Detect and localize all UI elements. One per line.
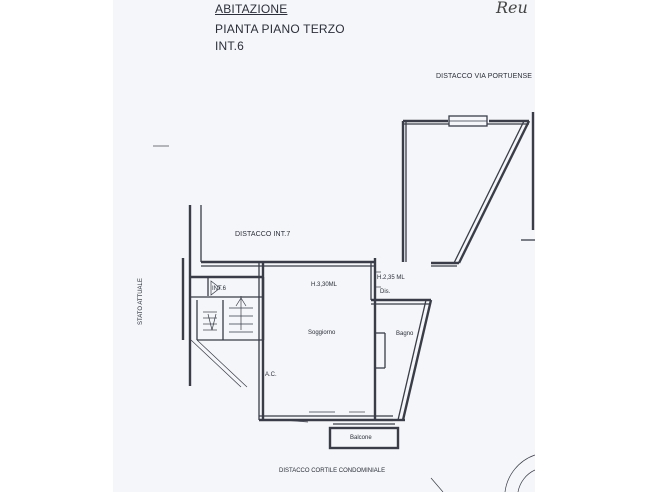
ac-label: A.C. [265, 372, 277, 378]
height-service-label: H.2,35 ML [377, 275, 405, 281]
distacco-via-label: DISTACCO VIA PORTUENSE [436, 73, 533, 80]
adjacent-building [521, 112, 535, 241]
stamp-arc-inner [517, 469, 535, 492]
neighbour-walls [181, 205, 375, 340]
dis-label: Dis. [380, 289, 391, 295]
background-margin [535, 0, 648, 492]
int6-stair-label: INT.6 [212, 286, 227, 292]
balcone-label: Balcone [350, 435, 372, 441]
apartment-walls [258, 258, 433, 423]
unit-label: INT.6 [215, 39, 245, 53]
bagno-label: Bagno [396, 331, 414, 337]
stair-block [188, 275, 265, 388]
upper-room-walls [401, 115, 531, 267]
soggiorno-label: Soggiorno [308, 330, 336, 336]
document-heading: ABITAZIONE [215, 2, 288, 16]
floor-plan-drawing [153, 112, 535, 492]
stato-attuale-label: STATO ATTUALE [138, 278, 144, 325]
stray-mark-bottom [430, 477, 444, 492]
document-subtitle: PIANTA PIANO TERZO [215, 22, 345, 36]
height-main-label: H.3,30ML [311, 282, 338, 288]
stamp-arc [504, 454, 535, 492]
distacco-int7-label: DISTACCO INT.7 [235, 231, 291, 238]
balcone-outline [328, 426, 400, 450]
direction-triangle [210, 280, 221, 296]
distacco-cortile-label: DISTACCO CORTILE CONDOMINIALE [279, 468, 386, 474]
floor-plan-document: ABITAZIONE PIANTA PIANO TERZO INT.6 Reu … [113, 0, 535, 492]
handwritten-note: Reu [496, 0, 528, 17]
